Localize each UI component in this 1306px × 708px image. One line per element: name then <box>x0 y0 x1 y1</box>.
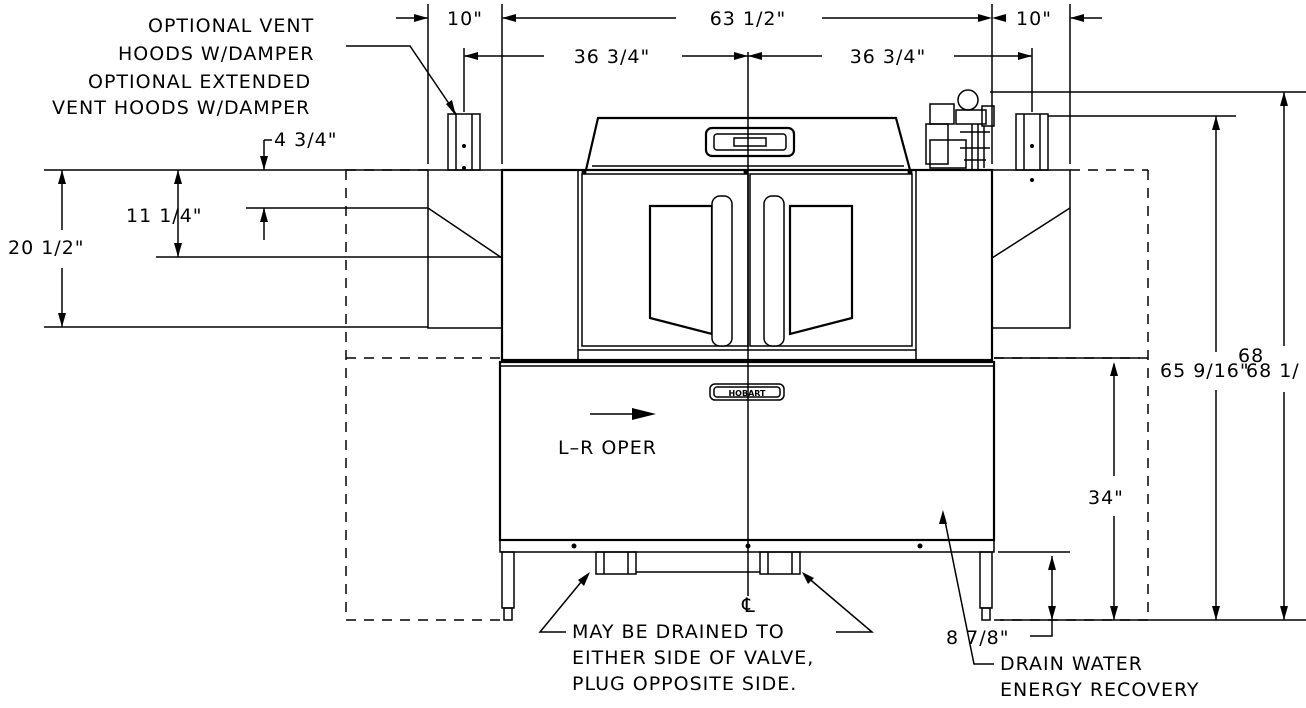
dim-overall-height: 68 1/ <box>1246 360 1300 382</box>
dim-vent-top-height: 65 9/16" <box>1160 360 1250 382</box>
dim-overall-height-overlap: 68 <box>1238 345 1264 367</box>
callout-optional-extended-1: OPTIONAL EXTENDED <box>88 71 311 93</box>
left-vent-hood <box>427 113 503 329</box>
dim-left-vent-width: 10" <box>447 8 483 30</box>
dim-hood-height-outer: 20 1/2" <box>8 237 85 259</box>
right-vent-hood <box>991 113 1071 329</box>
top-dimensions: 10" 63 1/2" 10" 36 3/4" 36 3/4" <box>396 4 1102 164</box>
callout-optional-extended-2: VENT HOODS W/DAMPER <box>52 97 310 119</box>
drain-note-1: MAY BE DRAINED TO <box>572 621 785 643</box>
energy-note-1: DRAIN WATER <box>1000 653 1143 675</box>
drain-note-3: PLUG OPPOSITE SIDE. <box>572 673 797 695</box>
dim-hood-height-inner: 11 1/4" <box>126 205 203 227</box>
vent-hood-callouts: OPTIONAL VENT HOODS W/DAMPER OPTIONAL EX… <box>52 15 457 119</box>
dim-overall-width: 63 1/2" <box>710 8 787 30</box>
callout-optional-vent-2: HOODS W/DAMPER <box>118 43 314 65</box>
drain-note-2: EITHER SIDE OF VALVE, <box>572 647 814 669</box>
energy-recovery-callout: DRAIN WATER ENERGY RECOVERY <box>939 510 1200 701</box>
operation-direction: L–R OPER <box>558 408 657 459</box>
dim-hood-offset: 4 3/4" <box>274 129 337 151</box>
upper-body <box>500 116 994 362</box>
dim-right-half: 36 3/4" <box>850 46 927 68</box>
dim-table-height: 34" <box>1088 487 1124 509</box>
right-dimensions: 34" 65 9/16" 68 68 1/ 8 7/8" <box>946 91 1306 649</box>
operation-label: L–R OPER <box>558 437 657 459</box>
drain-callout: MAY BE DRAINED TO EITHER SIDE OF VALVE, … <box>538 572 875 695</box>
valve-assembly <box>925 89 995 170</box>
left-dimensions: 20 1/2" 11 1/4" 4 3/4" <box>8 129 502 328</box>
callout-optional-vent-1: OPTIONAL VENT <box>148 15 314 37</box>
lower-body: HOBART <box>498 360 996 621</box>
dim-leg-height: 8 7/8" <box>946 627 1009 649</box>
energy-note-2: ENERGY RECOVERY <box>1000 679 1200 701</box>
dim-left-half: 36 3/4" <box>574 46 651 68</box>
dim-right-vent-width: 10" <box>1016 8 1052 30</box>
centerline-symbol: ℄ <box>741 593 756 617</box>
